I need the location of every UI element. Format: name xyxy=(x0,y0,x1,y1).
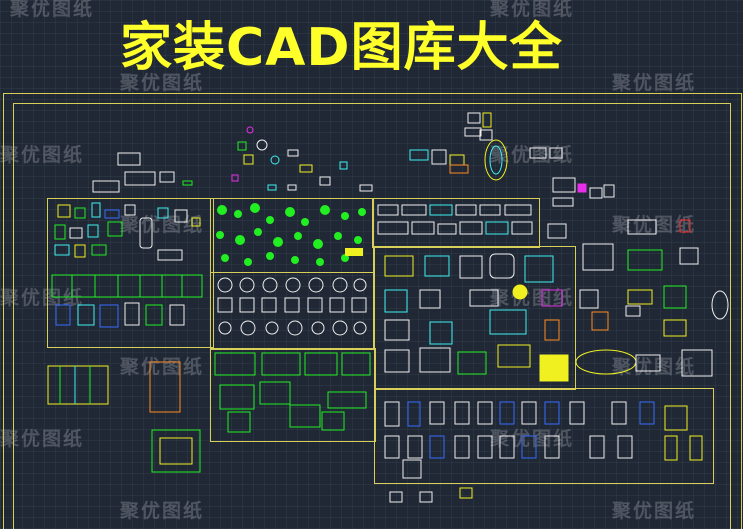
watermark: 聚优图纸 xyxy=(490,428,575,450)
watermark: 聚优图纸 xyxy=(490,0,575,20)
watermark: 聚优图纸 xyxy=(0,144,85,166)
table-blocks xyxy=(217,277,367,336)
watermark: 聚优图纸 xyxy=(490,144,575,166)
outer-drawing-frame xyxy=(3,93,742,529)
watermark: 聚优图纸 xyxy=(120,500,205,522)
watermark: 聚优图纸 xyxy=(612,72,697,94)
living-room-set-blocks xyxy=(384,253,569,382)
left-furniture-blocks xyxy=(51,202,203,328)
watermark: 聚优图纸 xyxy=(612,500,697,522)
inner-drawing-frame xyxy=(13,103,731,529)
right-scatter-blocks xyxy=(547,219,729,377)
watermark: 聚优图纸 xyxy=(490,287,575,309)
top-scatter-blocks xyxy=(92,112,615,207)
block-frame-tables xyxy=(210,272,374,350)
drawing-title: 家装CAD图库大全 xyxy=(120,18,563,78)
watermark: 聚优图纸 xyxy=(0,287,85,309)
watermark: 聚优图纸 xyxy=(612,356,697,378)
lower-left-elevation-blocks xyxy=(47,361,473,503)
elevation-blocks xyxy=(384,401,703,479)
watermark: 聚优图纸 xyxy=(0,428,85,450)
block-frame-living-sets xyxy=(374,246,576,390)
watermark: 聚优图纸 xyxy=(120,356,205,378)
watermark: 聚优图纸 xyxy=(10,0,95,20)
sofa-blocks xyxy=(377,204,533,235)
block-frame-curtains xyxy=(210,348,376,442)
block-frame-left-furniture xyxy=(47,198,214,348)
block-frame-elevations xyxy=(374,388,714,484)
block-frame-sofas xyxy=(372,198,540,248)
curtain-blocks xyxy=(214,352,371,433)
plant-blocks xyxy=(216,203,366,266)
watermark: 聚优图纸 xyxy=(120,72,205,94)
